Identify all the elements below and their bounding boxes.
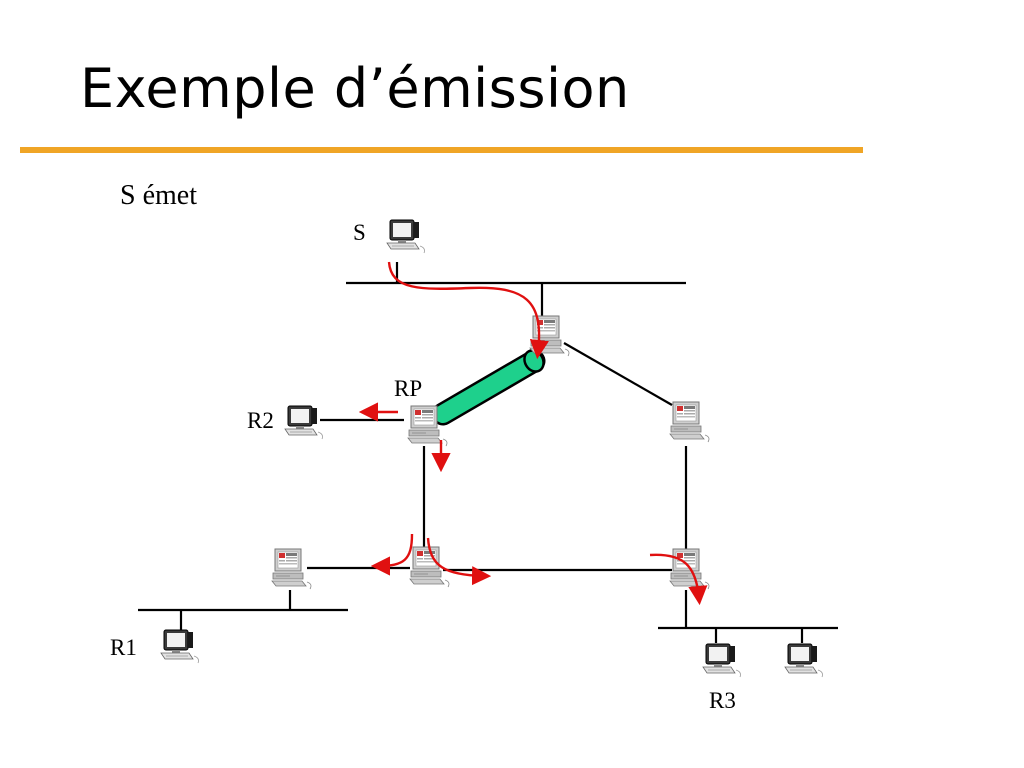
flow-arrows xyxy=(358,261,708,606)
workstation-icon xyxy=(784,643,823,678)
host-r1[interactable] xyxy=(160,629,199,664)
host-4[interactable] xyxy=(784,643,823,678)
router-right[interactable] xyxy=(669,401,710,443)
network-links xyxy=(138,262,838,643)
router-computer-icon xyxy=(529,315,570,357)
label-rp: RP xyxy=(394,376,422,401)
flow-arrow-s-to-tunnel xyxy=(387,261,549,360)
workstation-icon xyxy=(284,405,323,440)
subtitle: S émet xyxy=(120,180,197,211)
label-r1: R1 xyxy=(110,635,137,660)
router-computer-icon xyxy=(669,401,710,443)
tunnel-pipe xyxy=(431,349,546,426)
top-router-to-right-router-link xyxy=(563,342,673,406)
label-r3: R3 xyxy=(709,688,736,713)
flow-arrow-to-r3-lan xyxy=(649,553,708,606)
router-left[interactable] xyxy=(271,548,312,590)
label-r2: R2 xyxy=(247,408,274,433)
host-r3[interactable] xyxy=(702,643,741,678)
host-r2[interactable] xyxy=(284,405,323,440)
flow-arrow-to-left-router xyxy=(370,533,414,576)
label-s: S xyxy=(353,220,366,245)
page-title: Exemple d’émission xyxy=(80,57,630,120)
workstation-icon xyxy=(160,629,199,664)
workstation-icon xyxy=(386,219,425,254)
router-top[interactable] xyxy=(529,315,570,357)
title-underline xyxy=(20,147,863,153)
router-computer-icon xyxy=(271,548,312,590)
flow-arrow-to-right-branch xyxy=(426,537,492,586)
workstation-icon xyxy=(702,643,741,678)
host-s[interactable] xyxy=(386,219,425,254)
